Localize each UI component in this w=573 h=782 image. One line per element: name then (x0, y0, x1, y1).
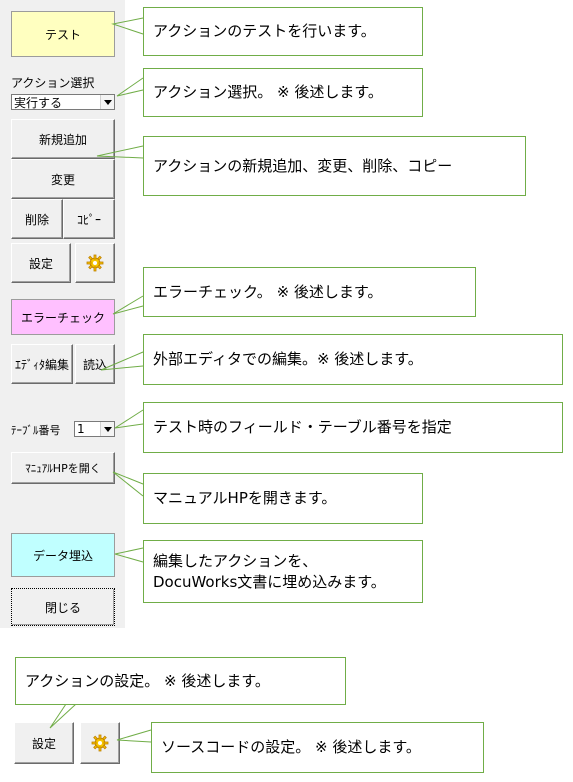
data-embed-button-label: データ埋込 (32, 548, 93, 563)
callout-data-embed: 編集したアクションを、 DocuWorks文書に埋め込みます。 (143, 540, 423, 603)
test-button-label: テスト (44, 27, 81, 42)
data-embed-button[interactable]: データ埋込 (11, 533, 115, 577)
copy-button-label: ｺﾋﾟｰ (76, 212, 101, 227)
callout-action-settings-text: アクションの設定。 ※ 後述します。 (25, 671, 270, 690)
chevron-down-icon[interactable] (100, 422, 114, 436)
test-button[interactable]: テスト (11, 11, 115, 57)
connector-editor (100, 351, 144, 371)
chevron-down-icon[interactable] (100, 95, 114, 109)
copy-button[interactable]: ｺﾋﾟｰ (63, 199, 115, 239)
delete-button-label: 削除 (24, 212, 49, 227)
settings-button-label: 設定 (28, 256, 53, 271)
gear-icon (86, 254, 104, 272)
callout-data-embed-line2: DocuWorks文書に埋め込みます。 (153, 572, 386, 591)
connector-action-settings (49, 703, 77, 729)
table-number-dropdown[interactable]: 1 (74, 421, 115, 437)
bottom-settings-button-label: 設定 (31, 736, 56, 751)
callout-action-settings: アクションの設定。 ※ 後述します。 (15, 657, 346, 705)
connector-table-number (114, 409, 144, 429)
callout-editor-text: 外部エディタでの編集。※ 後述します。 (153, 350, 423, 368)
callout-editor: 外部エディタでの編集。※ 後述します。 (143, 334, 563, 385)
new-button[interactable]: 新規追加 (11, 119, 115, 159)
bottom-source-settings-button[interactable] (80, 722, 120, 764)
source-settings-button[interactable] (75, 243, 115, 283)
table-number-value: 1 (77, 422, 85, 436)
callout-test-text: アクションのテストを行います。 (153, 22, 376, 40)
new-button-label: 新規追加 (38, 132, 87, 147)
editor-edit-button-label: ｴﾃﾞｨﾀ編集 (14, 357, 69, 372)
settings-button[interactable]: 設定 (11, 243, 71, 283)
callout-test: アクションのテストを行います。 (143, 7, 423, 56)
connector-data-embed (114, 547, 144, 563)
callout-manual: マニュアルHPを開きます。 (143, 473, 423, 524)
error-check-button[interactable]: エラーチェック (11, 299, 115, 335)
callout-new-change-text: アクションの新規追加、変更、削除、コピー (153, 156, 453, 175)
read-button-label: 読込 (82, 357, 107, 372)
callout-manual-text: マニュアルHPを開きます。 (153, 489, 337, 507)
open-manual-button-label: ﾏﾆｭｱﾙHPを開く (25, 462, 101, 475)
callout-error-check: エラーチェック。 ※ 後述します。 (143, 267, 476, 317)
callout-action-select-text: アクション選択。 ※ 後述します。 (153, 83, 383, 101)
connector-source-settings (116, 729, 152, 743)
gear-icon (91, 734, 109, 752)
callout-source-settings: ソースコードの設定。 ※ 後述します。 (151, 722, 484, 773)
action-select-label: アクション選択 (11, 76, 95, 90)
connector-error-check (112, 295, 144, 315)
action-select-dropdown[interactable]: 実行する (11, 94, 115, 110)
open-manual-button[interactable]: ﾏﾆｭｱﾙHPを開く (11, 452, 115, 484)
connector-new (96, 145, 144, 159)
callout-new-change: アクションの新規追加、変更、削除、コピー (143, 136, 526, 196)
callout-source-settings-text: ソースコードの設定。 ※ 後述します。 (161, 738, 421, 756)
delete-button[interactable]: 削除 (11, 199, 63, 239)
callout-data-embed-line1: 編集したアクションを、 (153, 551, 318, 570)
close-button[interactable]: 閉じる (11, 588, 115, 626)
editor-edit-button[interactable]: ｴﾃﾞｨﾀ編集 (11, 344, 73, 384)
table-number-label: ﾃｰﾌﾞﾙ番号 (11, 424, 61, 437)
change-button[interactable]: 変更 (11, 159, 115, 199)
connector-test (111, 17, 144, 35)
connector-action-select (116, 77, 144, 97)
callout-error-check-text: エラーチェック。 ※ 後述します。 (153, 282, 383, 301)
error-check-button-label: エラーチェック (20, 310, 105, 325)
bottom-settings-button[interactable]: 設定 (14, 722, 74, 764)
action-select-value: 実行する (14, 95, 63, 110)
change-button-label: 変更 (50, 172, 75, 187)
callout-table-number-text: テスト時のフィールド・テーブル番号を指定 (153, 418, 452, 436)
close-button-label: 閉じる (44, 600, 81, 615)
connector-manual (112, 471, 144, 497)
callout-table-number: テスト時のフィールド・テーブル番号を指定 (143, 402, 563, 453)
callout-action-select: アクション選択。 ※ 後述します。 (143, 68, 423, 117)
